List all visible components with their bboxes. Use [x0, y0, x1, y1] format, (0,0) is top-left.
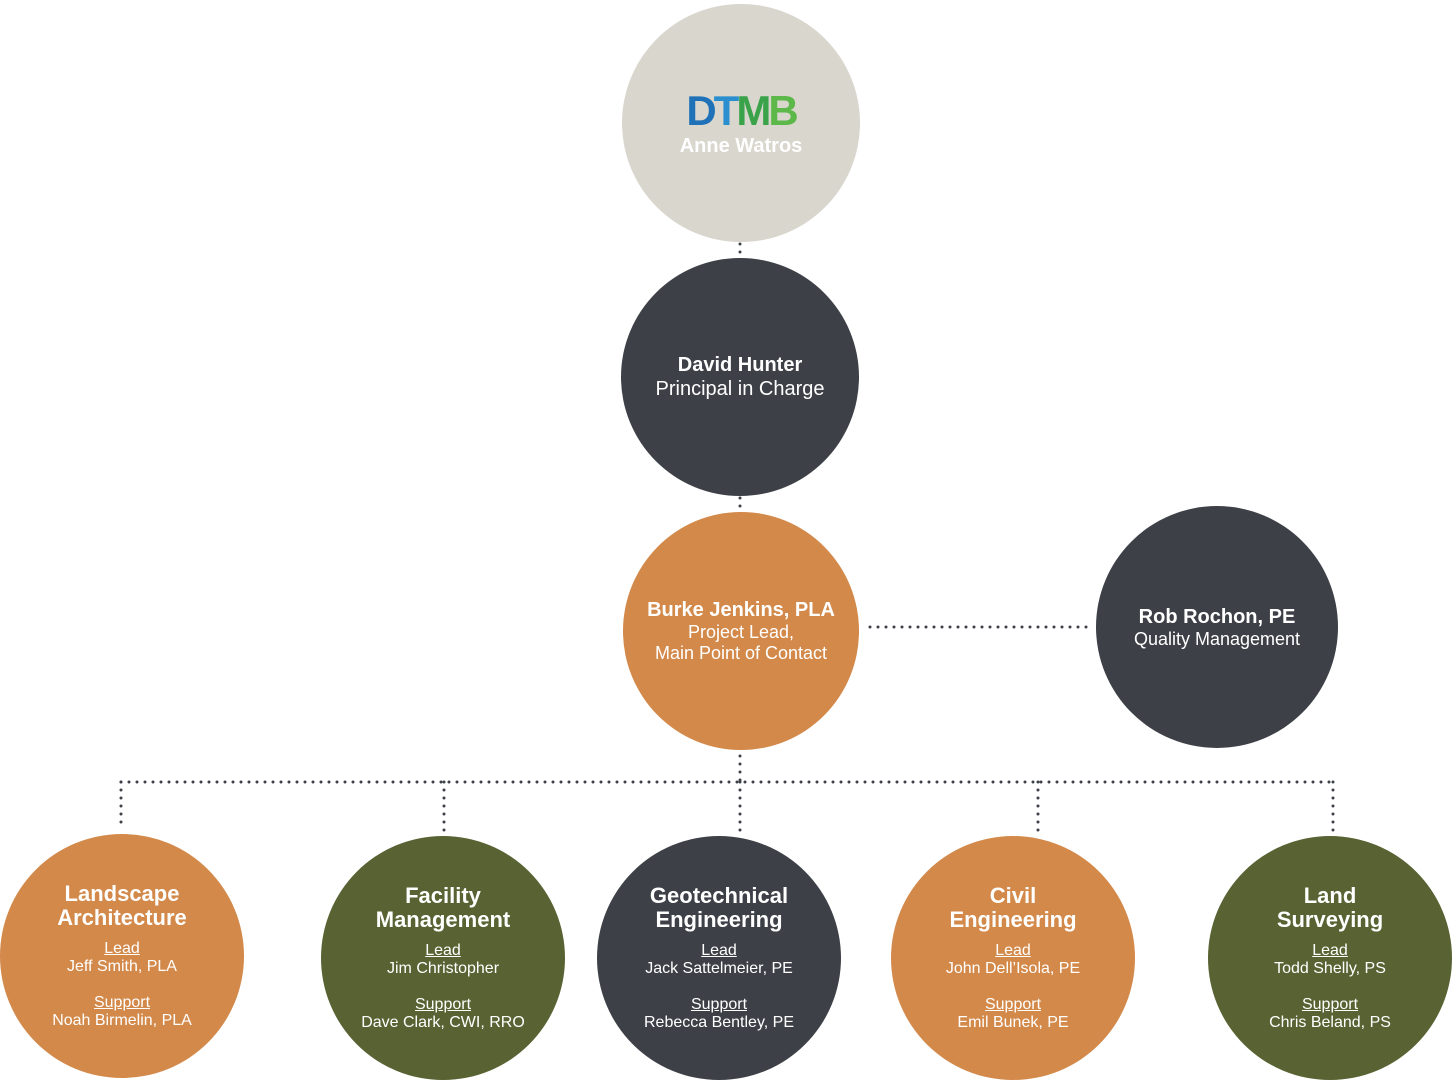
support-name: Emil Bunek, PE: [957, 1014, 1069, 1031]
principal-name: David Hunter: [677, 354, 803, 376]
lead-label: Lead: [104, 940, 140, 957]
dept-facility-management: Facility Management Lead Jim Christopher…: [321, 836, 565, 1080]
dept-geotechnical-engineering: Geotechnical Engineering Lead Jack Satte…: [597, 836, 841, 1080]
lead-label: Lead: [1312, 942, 1348, 959]
quality-role: Quality Management: [1133, 628, 1301, 649]
dept-title: Landscape Architecture: [57, 881, 187, 930]
support-label: Support: [414, 996, 472, 1013]
principal-role: Principal in Charge: [655, 378, 825, 400]
client-name: Anne Watros: [679, 135, 803, 157]
dept-land-surveying: Land Surveying Lead Todd Shelly, PS Supp…: [1208, 836, 1452, 1080]
principal-node: David Hunter Principal in Charge: [621, 258, 859, 496]
lead-name: John Dell’Isola, PE: [945, 960, 1081, 977]
lead-name: Jeff Smith, PLA: [67, 958, 177, 975]
lead-name: Jim Christopher: [386, 960, 500, 977]
support-label: Support: [690, 996, 748, 1013]
project-lead-role-line2: Main Point of Contact: [654, 643, 828, 663]
dept-landscape-architecture: Landscape Architecture Lead Jeff Smith, …: [0, 834, 244, 1078]
top-client-node: DTMB Anne Watros: [622, 4, 860, 242]
lead-name: Jack Sattelmeier, PE: [645, 960, 793, 977]
quality-name: Rob Rochon, PE: [1138, 605, 1296, 628]
support-name: Noah Birmelin, PLA: [52, 1012, 192, 1029]
project-lead-node: Burke Jenkins, PLA Project Lead, Main Po…: [623, 512, 859, 750]
dtmb-logo: DTMB: [686, 87, 798, 134]
lead-label: Lead: [425, 942, 461, 959]
lead-label: Lead: [995, 942, 1031, 959]
dept-title: Geotechnical Engineering: [649, 883, 789, 932]
lead-name: Todd Shelly, PS: [1274, 960, 1386, 977]
dept-title: Land Surveying: [1276, 883, 1384, 932]
support-name: Chris Beland, PS: [1269, 1014, 1391, 1031]
quality-node: Rob Rochon, PE Quality Management: [1096, 506, 1338, 748]
project-lead-name: Burke Jenkins, PLA: [647, 599, 835, 621]
support-label: Support: [984, 996, 1042, 1013]
project-lead-role-line1: Project Lead,: [687, 622, 795, 642]
dept-title: Facility Management: [375, 883, 511, 932]
dept-title: Civil Engineering: [949, 883, 1077, 932]
support-name: Dave Clark, CWI, RRO: [361, 1014, 525, 1031]
support-label: Support: [93, 994, 151, 1011]
lead-label: Lead: [701, 942, 737, 959]
support-name: Rebecca Bentley, PE: [643, 1014, 794, 1031]
dept-civil-engineering: Civil Engineering Lead John Dell’Isola, …: [891, 836, 1135, 1080]
support-label: Support: [1301, 996, 1359, 1013]
